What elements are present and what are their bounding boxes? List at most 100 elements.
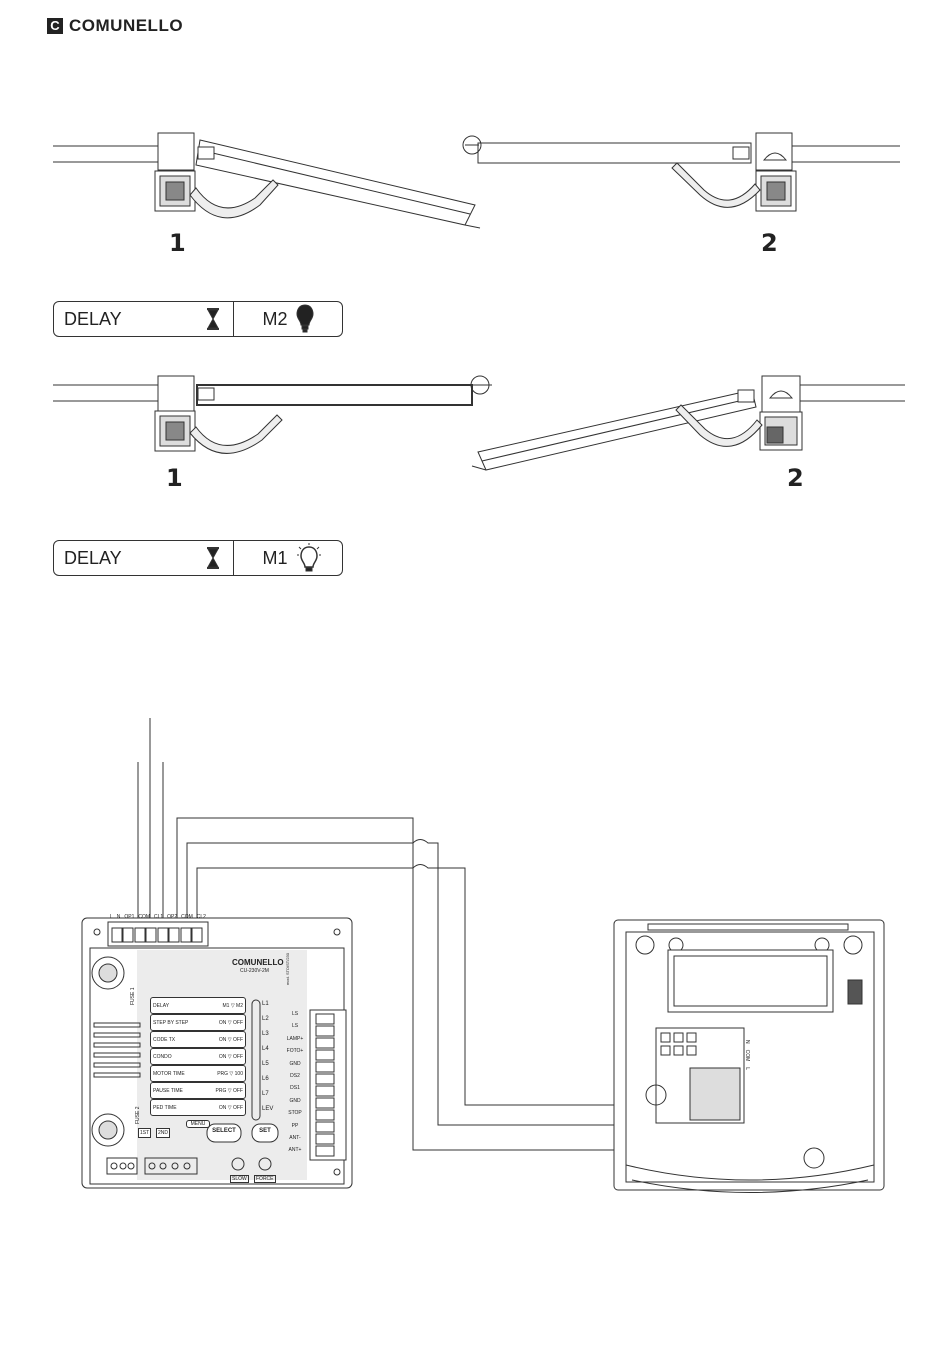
terminal-label: COM	[138, 914, 150, 920]
motor-cell: M2	[234, 302, 342, 336]
menu-row-value: ON ▽ OFF	[218, 1036, 243, 1043]
first-label: 1ST	[138, 1128, 152, 1138]
terminal-label: ANT+	[288, 1147, 302, 1154]
menu-row-name: STEP BY STEP	[153, 1019, 189, 1026]
menu-row-value: ON ▽ OFF	[218, 1104, 243, 1111]
terminal-label: OP1	[124, 914, 135, 920]
led-label: L5	[262, 1061, 269, 1067]
terminal-label: DS1	[290, 1085, 300, 1092]
vent-slots	[93, 1022, 141, 1078]
menu-row: CODE TX ON ▽ OFF	[150, 1031, 246, 1048]
menu-row-value: PRG ▽ OFF	[215, 1087, 243, 1094]
menu-row-name: PAUSE TIME	[153, 1087, 183, 1094]
menu-row-name: MOTOR TIME	[153, 1070, 185, 1077]
terminal-label: N	[116, 914, 121, 920]
gate-2-label-step1: 2	[761, 229, 778, 257]
fuse-2-label: FUSE 2	[135, 1106, 141, 1124]
menu-row-value: ON ▽ OFF	[218, 1053, 243, 1060]
bulb-outline-icon	[297, 543, 321, 572]
terminal-label: CL1	[153, 914, 164, 920]
slow-label: SLOW	[230, 1175, 249, 1183]
right-terminal-screws	[315, 1013, 335, 1157]
board-brand: COMUNELLO	[232, 958, 284, 967]
menu-label: MENU	[186, 1120, 210, 1128]
gate-1-label-step2: 1	[166, 464, 183, 492]
motor-label: M2	[262, 308, 288, 329]
led-label: L1	[262, 1001, 269, 1007]
terminal-label: CL2	[196, 914, 206, 920]
select-button[interactable]: SELECT	[212, 1128, 236, 1134]
led-label: L7	[262, 1091, 269, 1097]
terminal-label: L	[110, 914, 113, 920]
menu-row: DELAY M1 ▽ M2	[150, 997, 246, 1014]
logo-mark: C	[47, 18, 63, 34]
menu-row-value: PRG ▽ 100	[217, 1070, 243, 1077]
delay-cell: DELAY	[54, 302, 234, 336]
motor-cell: M1	[234, 541, 342, 575]
board-code: mod. STD/ST/230	[285, 952, 290, 985]
board-model: CU-230V-2M	[240, 968, 269, 974]
gate-2-step1	[462, 132, 900, 212]
lamp-terminal-label: COM	[744, 1049, 750, 1062]
terminal-label: DS2	[290, 1073, 300, 1080]
terminal-label: GND	[289, 1060, 301, 1067]
terminal-label: ANT-	[289, 1135, 301, 1142]
bulb-filled-icon	[296, 304, 314, 333]
lev-label: LEV	[262, 1106, 274, 1112]
terminal-label: COM	[181, 914, 193, 920]
terminal-label: PP	[291, 1122, 299, 1129]
delay-panel-step2: DELAY M1	[53, 540, 343, 576]
force-label: FORCE	[254, 1175, 276, 1183]
led-label: L3	[262, 1031, 269, 1037]
menu-row-name: DELAY	[153, 1002, 170, 1009]
board-right-terminal-labels: LS LS LAMP+ FOTO+ GND DS2 DS1 GND STOP P…	[284, 1008, 306, 1157]
lamp-terminal-label: L	[744, 1067, 750, 1071]
terminal-label: LS	[291, 1023, 299, 1030]
menu-row: CONDO ON ▽ OFF	[150, 1048, 246, 1065]
terminal-label: STOP	[288, 1110, 302, 1117]
lamp-terminals	[660, 1032, 697, 1056]
board-menu: DELAY M1 ▽ M2 STEP BY STEP ON ▽ OFF CODE…	[150, 997, 246, 1128]
terminal-label: LS	[291, 1011, 299, 1017]
led-label: L6	[262, 1076, 269, 1082]
hourglass-icon	[207, 308, 219, 330]
gate-2-step2	[471, 375, 905, 471]
menu-row-value: M1 ▽ M2	[222, 1002, 243, 1009]
set-button[interactable]: SET	[259, 1128, 271, 1134]
delay-label: DELAY	[64, 547, 122, 568]
gate-1-step2	[53, 375, 492, 454]
lamp-terminal-label: N	[744, 1040, 750, 1044]
hourglass-icon	[207, 547, 219, 569]
terminal-label: GND	[289, 1097, 301, 1104]
wiring	[137, 718, 640, 1151]
delay-label: DELAY	[64, 308, 122, 329]
terminal-label: LAMP+	[286, 1035, 304, 1042]
terminal-label: OP2	[167, 914, 178, 920]
menu-row-value: ON ▽ OFF	[218, 1019, 243, 1026]
menu-row: MOTOR TIME PRG ▽ 100	[150, 1065, 246, 1082]
delay-cell: DELAY	[54, 541, 234, 575]
menu-row-name: CONDO	[153, 1053, 172, 1060]
motor-label: M1	[262, 547, 288, 568]
delay-panel-step1: DELAY M2	[53, 301, 343, 337]
fuse-1-label: FUSE 1	[130, 987, 136, 1005]
board-led-labels: L1 L2 L3 L4 L5 L6 L7 LEV	[262, 997, 276, 1117]
gate-2-label-step2: 2	[787, 464, 804, 492]
menu-row-name: CODE TX	[153, 1036, 176, 1043]
logo-text: COMUNELLO	[69, 16, 184, 35]
menu-row-name: PED TIME	[153, 1104, 177, 1111]
led-label: L2	[262, 1016, 269, 1022]
lamp-terminal-labels: N COM L	[744, 1040, 750, 1070]
menu-row: PAUSE TIME PRG ▽ OFF	[150, 1082, 246, 1099]
top-terminal-screws	[111, 927, 203, 943]
terminal-label: FOTO+	[286, 1048, 304, 1055]
led-label: L4	[262, 1046, 269, 1052]
board-top-terminal-labels: L N OP1 COM CL1 OP2 COM CL2	[110, 914, 206, 920]
gate-1-label-step1: 1	[169, 229, 186, 257]
menu-row: PED TIME ON ▽ OFF	[150, 1099, 246, 1116]
gate-1-step1	[53, 132, 481, 229]
flashing-lamp	[613, 919, 885, 1193]
menu-row: STEP BY STEP ON ▽ OFF	[150, 1014, 246, 1031]
